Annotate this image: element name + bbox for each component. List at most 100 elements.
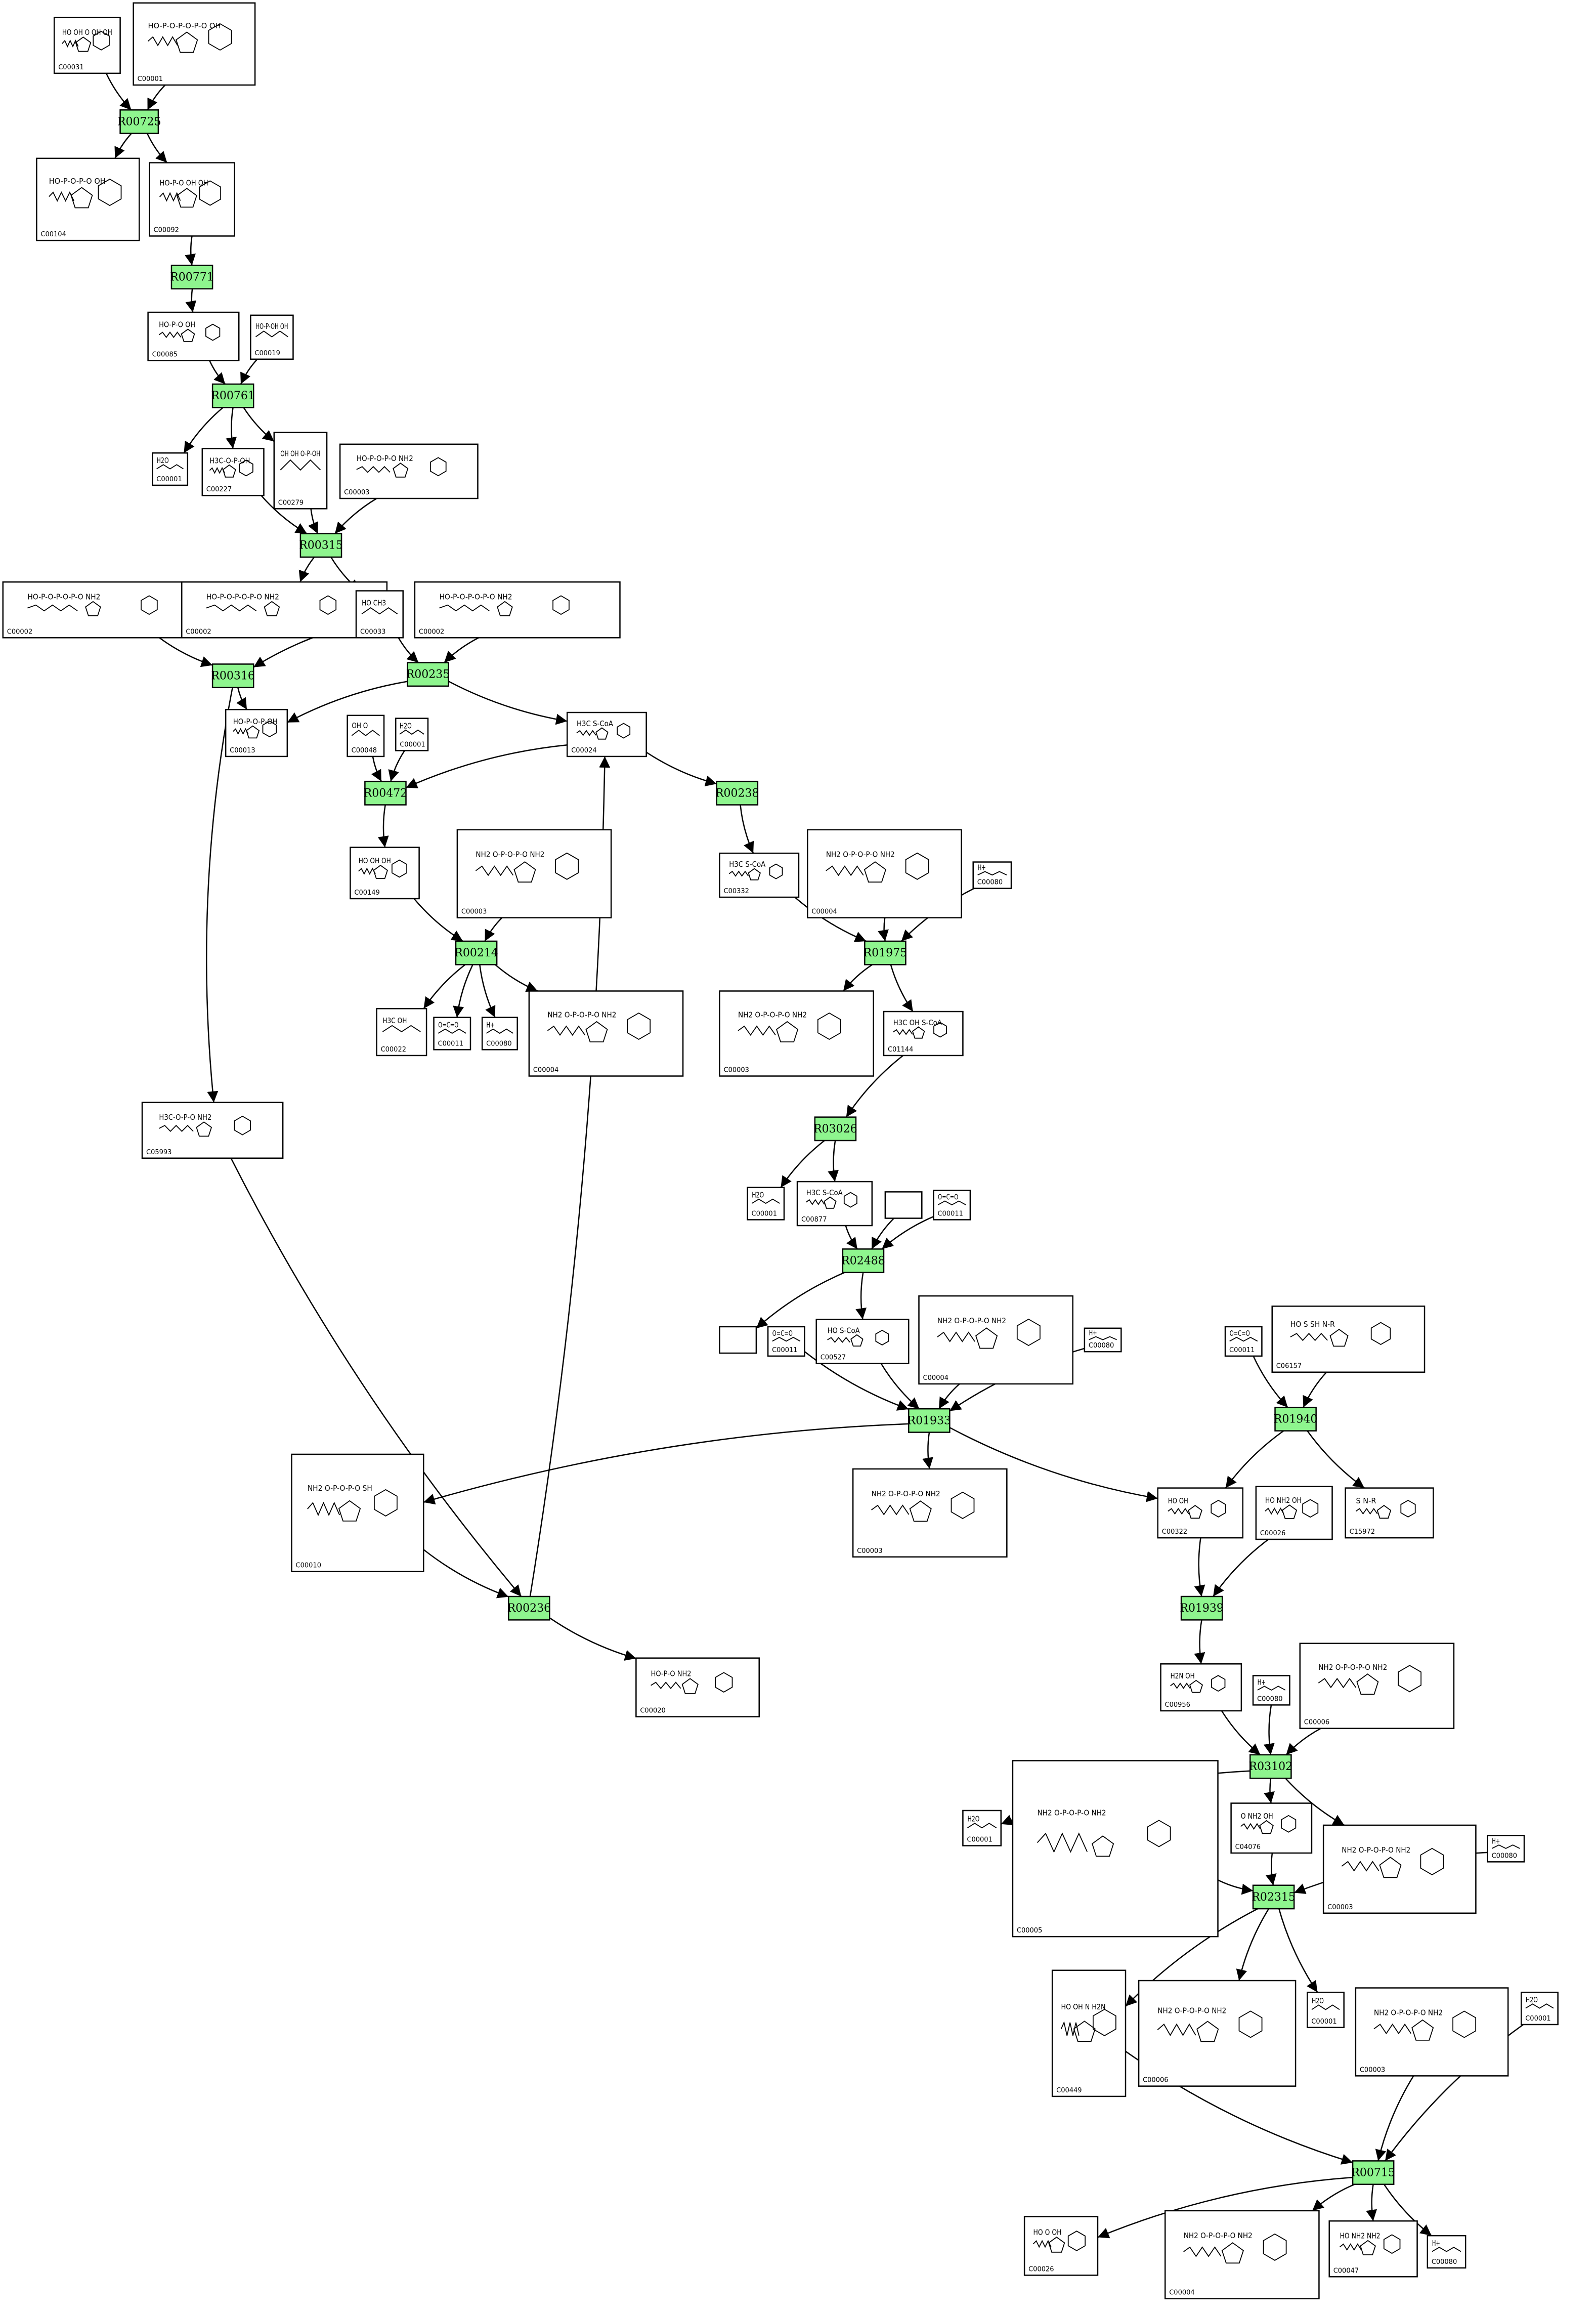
- reaction-r00238[interactable]: R00238: [715, 780, 759, 806]
- structure-drawing: [893, 1022, 947, 1039]
- compound-c00080[interactable]: H+C00080: [972, 861, 1012, 889]
- reaction-r00236[interactable]: R00236: [507, 1595, 551, 1621]
- compound-c00080[interactable]: H+C00080: [1084, 1327, 1122, 1353]
- structure-drawing: [1341, 1847, 1444, 1878]
- reaction-r00715[interactable]: R00715: [1351, 2160, 1395, 2185]
- reaction-r00315[interactable]: R00315: [299, 533, 343, 558]
- structure-drawing: [233, 721, 277, 739]
- compound-unlabeled[interactable]: [719, 1326, 757, 1354]
- reaction-r00472[interactable]: R00472: [364, 780, 408, 806]
- reaction-r01940[interactable]: R01940: [1274, 1407, 1318, 1432]
- compound-unlabeled[interactable]: [884, 1191, 923, 1219]
- edge-r13-c42: [423, 1423, 909, 1505]
- edge-c19-r9: [413, 898, 463, 942]
- compound-c00080[interactable]: H+C00080: [1427, 2235, 1466, 2269]
- reaction-r00761[interactable]: R00761: [211, 383, 255, 408]
- reaction-r00316[interactable]: R00316: [211, 663, 255, 689]
- reaction-r03102[interactable]: R03102: [1249, 1754, 1293, 1779]
- reaction-r02488[interactable]: R02488: [841, 1248, 885, 1273]
- reaction-r03026[interactable]: R03026: [813, 1116, 857, 1142]
- reaction-r01975[interactable]: R01975: [864, 940, 908, 965]
- compound-id-label: C00279: [278, 499, 304, 507]
- reaction-label: R02315: [1252, 1891, 1296, 1904]
- reaction-r02315[interactable]: R02315: [1252, 1884, 1296, 1910]
- reaction-r00235[interactable]: R00235: [406, 662, 450, 687]
- formula-text: H+: [1089, 1328, 1097, 1337]
- compound-c00080[interactable]: H+C00080: [1487, 1834, 1525, 1863]
- reaction-r01939[interactable]: R01939: [1180, 1595, 1224, 1621]
- compound-box: [1224, 1326, 1263, 1357]
- compound-box: [796, 1181, 873, 1227]
- reaction-r00771[interactable]: R00771: [170, 265, 214, 289]
- reaction-r00725[interactable]: R00725: [117, 109, 161, 134]
- compound-id-label: C06157: [1276, 1363, 1302, 1370]
- compound-c00080[interactable]: H+C00080: [481, 1017, 518, 1050]
- formula-text: H+: [978, 863, 986, 872]
- compound-c00080[interactable]: H+C00080: [1252, 1675, 1290, 1706]
- formula-text: H2N OH: [1171, 1671, 1195, 1680]
- reaction-r01933[interactable]: R01933: [908, 1408, 952, 1433]
- reaction-r00214[interactable]: R00214: [454, 940, 498, 965]
- formula-text: NH2 O-P-O-P-O NH2: [1157, 2006, 1226, 2015]
- structure-drawing: [651, 1672, 733, 1694]
- formula-text: HO-P-O OH: [159, 320, 195, 329]
